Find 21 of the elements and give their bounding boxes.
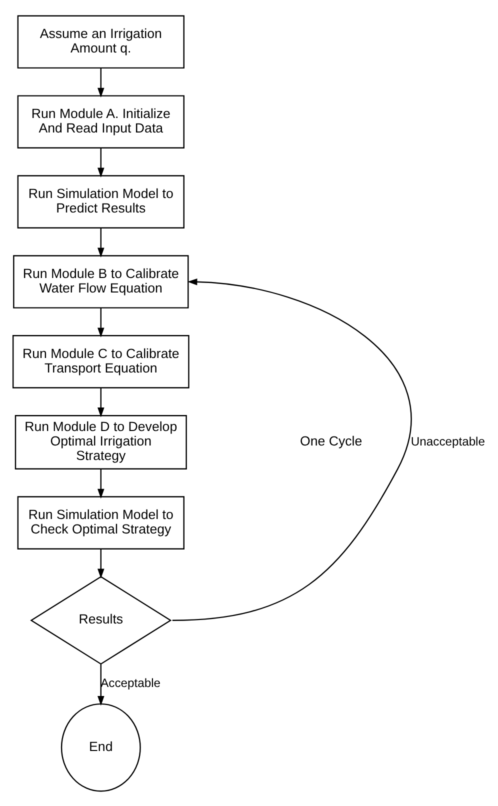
edge-label: Acceptable (100, 675, 161, 690)
edge-label: Unacceptable (410, 434, 486, 448)
arrow (172, 278, 412, 620)
node-box: Run Module C to Calibrate Transport Equation (12, 334, 190, 388)
arrow (98, 68, 104, 98)
node-circle: End (60, 702, 141, 792)
node-box: Run Module B to Calibrate Water Flow Equation (13, 254, 189, 308)
node-box: Run Simulation Model to Predict Results (17, 174, 184, 228)
label: One Cycle (300, 433, 362, 448)
arrow (98, 664, 104, 706)
arrow (98, 148, 104, 178)
arrow (98, 548, 104, 578)
node-box: Assume an Irrigation Amount q. (17, 14, 184, 68)
arrow (98, 307, 104, 337)
node-box: Run Module A. Initialize And Read Input Data (17, 94, 184, 148)
arrow (98, 388, 104, 417)
node-box: Run Module D to Develop Optimal Irrigation Strategy (14, 414, 187, 470)
arrow (98, 227, 104, 257)
node-diamond: Results (30, 576, 172, 664)
node-box: Run Simulation Model to Check Optimal Strategy (17, 496, 184, 549)
arrow (98, 468, 104, 498)
